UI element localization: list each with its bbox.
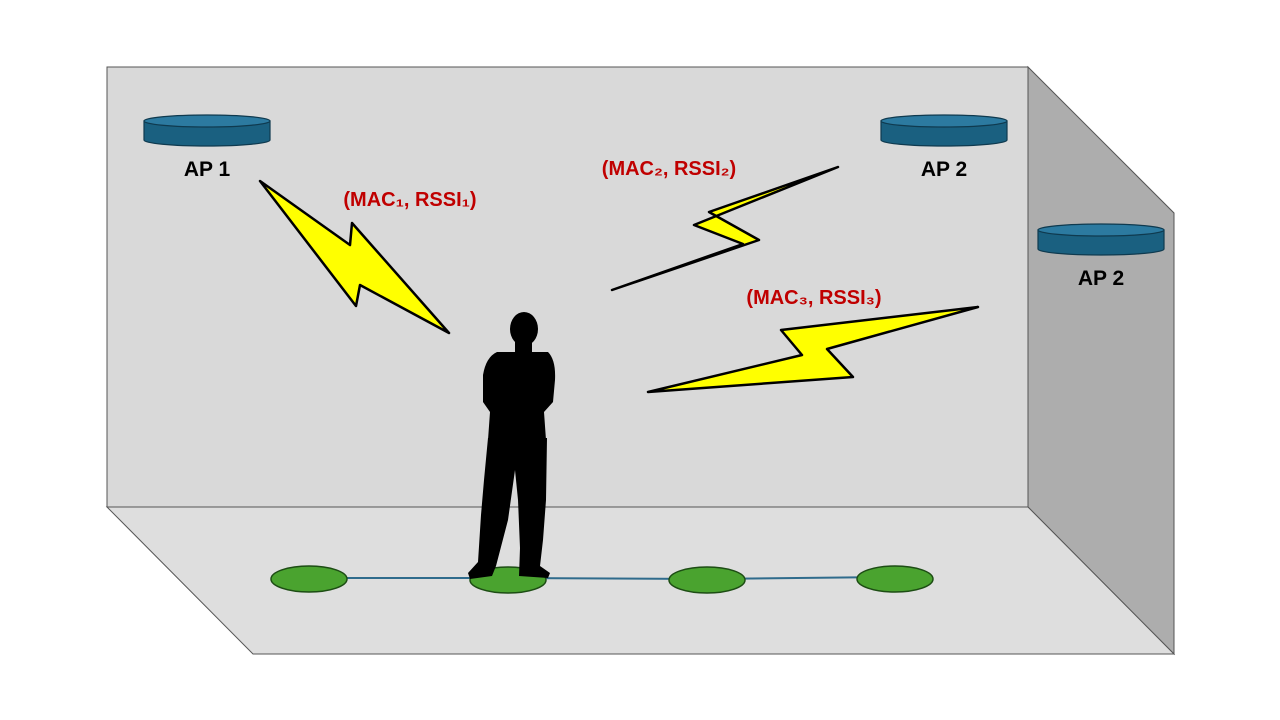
person-silhouette-icon [468,312,556,579]
access-point-3: AP 2 [1037,223,1165,290]
lightning-bolt-icon [646,305,980,394]
location-marker-icon [270,565,348,593]
floor-path [270,565,934,594]
signal-label-1: (MAC₁, RSSI₁) [343,189,476,211]
access-point-2: AP 2 [880,114,1008,181]
lightning-bolt-icon [610,165,840,292]
ap-label: AP 2 [1078,267,1124,290]
ap-label: AP 2 [921,158,967,181]
signal-label-3: (MAC₃, RSSI₃) [746,287,881,309]
path-line [309,576,896,581]
floor [105,506,1176,655]
access-point-icon [1037,223,1165,256]
location-marker-icon [856,565,934,593]
access-point-1: AP 1 [143,114,271,181]
signal-label-2: (MAC₂, RSSI₂) [602,158,736,180]
lightning-bolt-icon [258,179,451,335]
access-point-icon [143,114,271,147]
ap-label: AP 1 [184,158,231,181]
location-marker-icon [668,566,746,594]
room [105,65,1176,656]
access-point-icon [880,114,1008,147]
